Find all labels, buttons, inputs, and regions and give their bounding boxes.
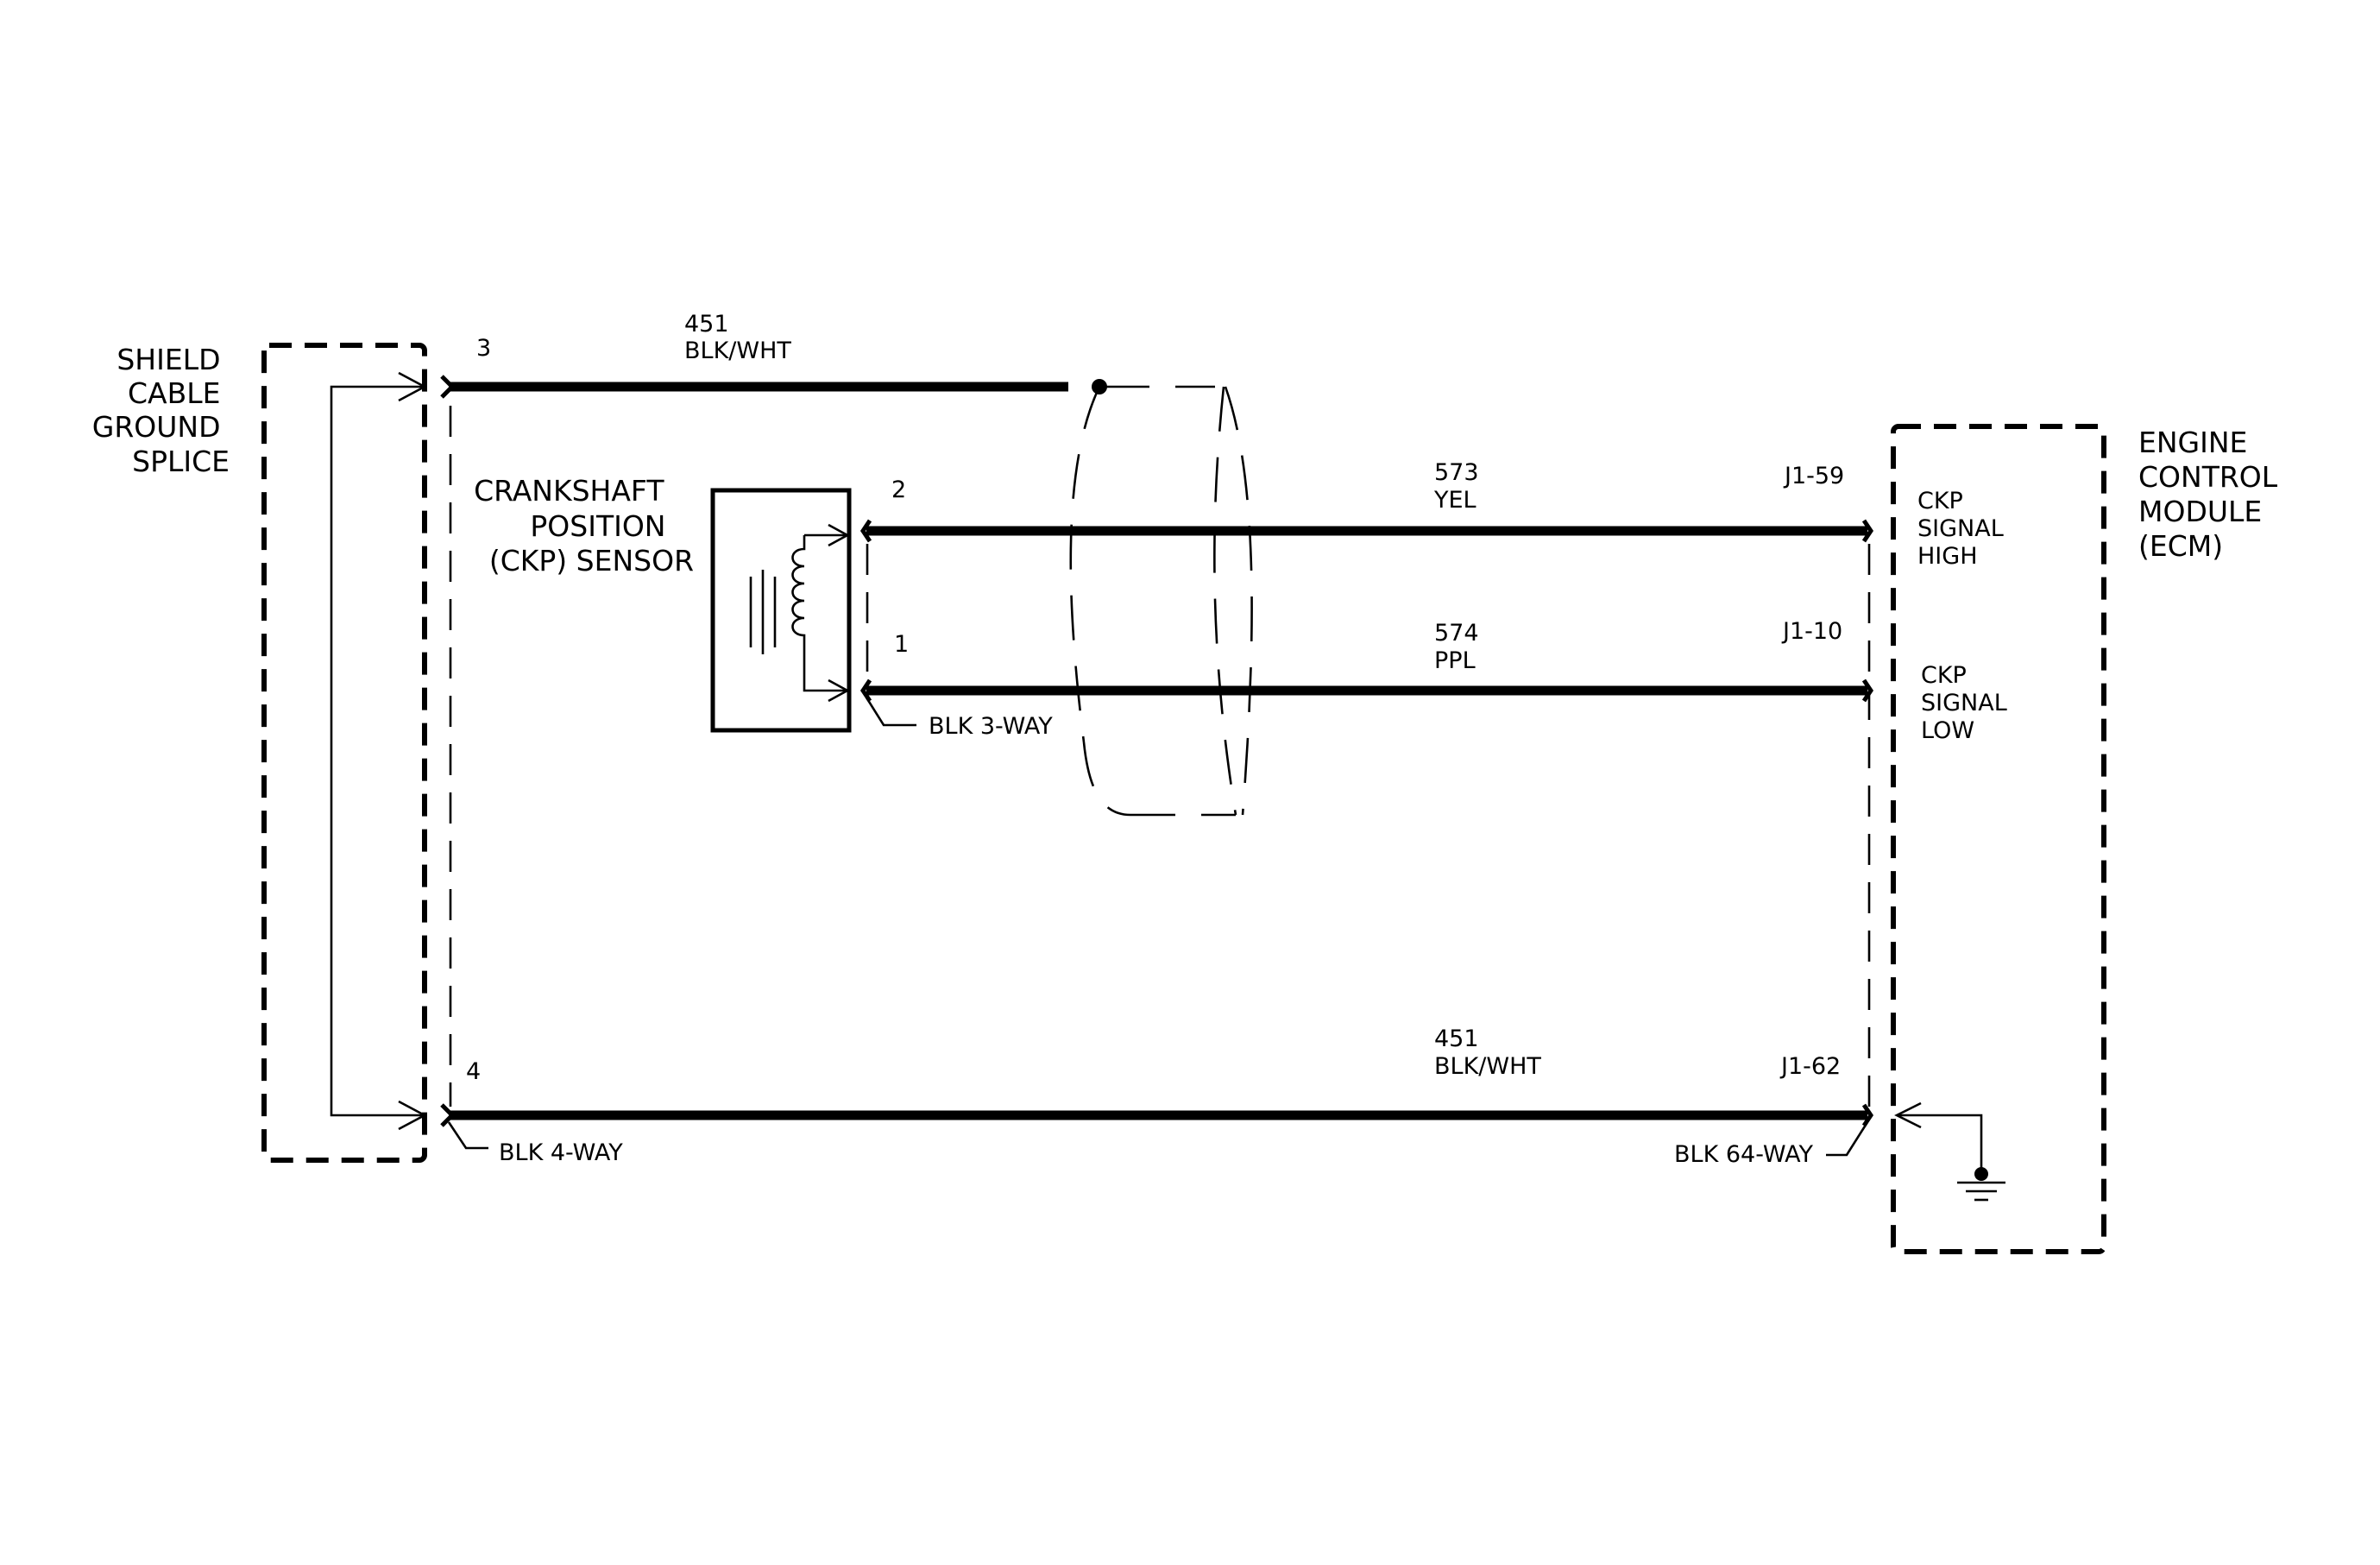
ecm-connector-label: BLK 64-WAY: [1674, 1141, 1813, 1168]
shielded-cable-outline: [1069, 385, 1253, 817]
wire-451-bottom-circuit: 451: [1434, 1025, 1479, 1052]
wire-573-color: YEL: [1433, 487, 1476, 514]
wire-451-bottom-color: BLK/WHT: [1434, 1053, 1541, 1080]
ecm-pin-j1-62: J1-62: [1779, 1053, 1841, 1080]
shield-splice-bracket: [330, 371, 427, 1131]
sensor-connector-callout: [865, 697, 916, 727]
ckp-sensor-coil-icon: [749, 523, 850, 703]
ecm-box: [1891, 424, 2106, 1254]
pin-1-label: 1: [894, 631, 909, 658]
wire-451-shield-top: [440, 375, 1107, 399]
ecm-signal-high-label: CKP SIGNAL HIGH: [1917, 488, 2011, 570]
pin-4-label: 4: [466, 1058, 481, 1085]
wire-574-color: PPL: [1434, 647, 1476, 674]
ecm-signal-low-label: CKP SIGNAL LOW: [1921, 662, 2014, 744]
wire-451-top-circuit: 451: [684, 311, 729, 338]
ckp-sensor-body: [710, 488, 852, 733]
pin-3-label: 3: [476, 335, 491, 362]
shield-splice-box: [261, 343, 427, 1163]
ecm-pin-j1-59: J1-59: [1783, 463, 1844, 489]
shield-connector-callout: [447, 1121, 488, 1150]
sensor-connector-label: BLK 3-WAY: [929, 713, 1053, 740]
ecm-label: ENGINE CONTROL MODULE (ECM): [2138, 426, 2287, 563]
shield-splice-label: SHIELD CABLE GROUND SPLICE: [92, 343, 230, 478]
wire-573-circuit: 573: [1434, 459, 1479, 486]
ckp-sensor-label: CRANKSHAFT POSITION (CKP) SENSOR: [474, 474, 694, 577]
wire-574-ckp-low: [859, 678, 1874, 703]
ecm-connector-callout: [1826, 1121, 1869, 1157]
shield-connector-label: BLK 4-WAY: [499, 1139, 623, 1166]
wire-574-circuit: 574: [1434, 620, 1479, 647]
wire-573-ckp-high: [859, 519, 1874, 543]
pin-2-label: 2: [891, 476, 906, 503]
ecm-ground-icon: [1894, 1101, 2005, 1202]
wire-451-top-color: BLK/WHT: [684, 338, 791, 364]
ecm-pin-j1-10: J1-10: [1781, 618, 1842, 645]
wire-451-shield-bottom: [440, 1103, 1874, 1127]
